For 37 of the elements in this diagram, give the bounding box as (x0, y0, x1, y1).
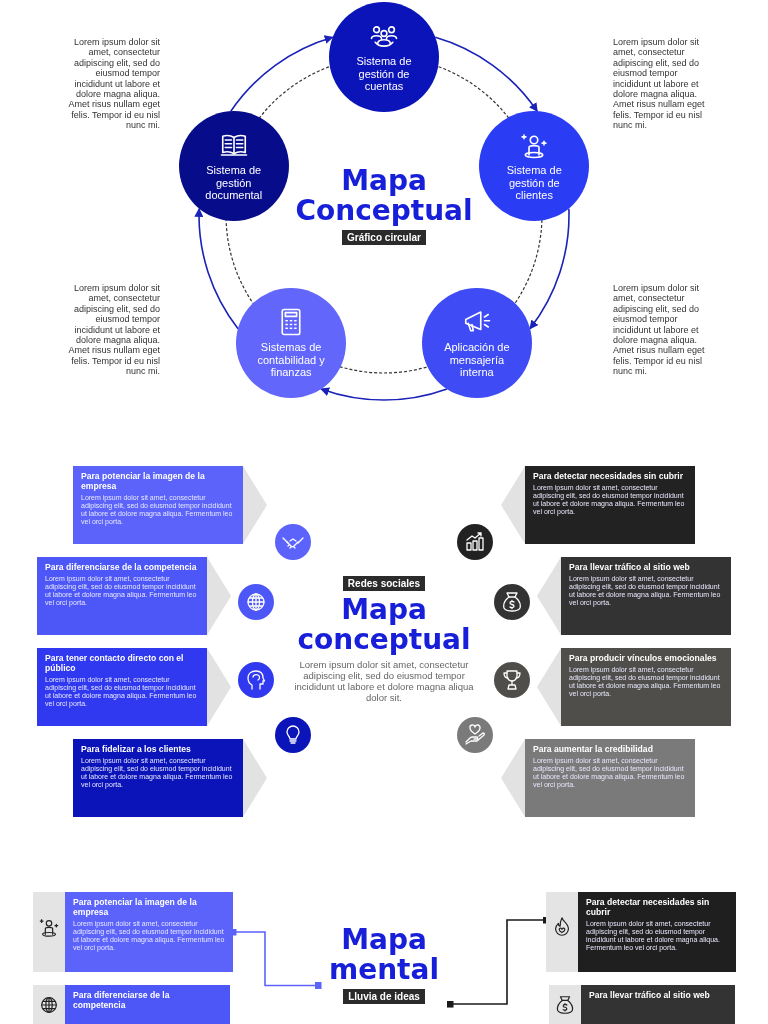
card-heading: Para diferenciarse de la competencia (45, 562, 198, 572)
node-label: Sistema de gestión de clientes (505, 164, 563, 202)
tag-label: Lluvia de ideas (343, 989, 425, 1004)
side-note: Lorem ipsum dolor sit amet, consectetur adipiscing elit, sed do eiusmod tempor incididunt ut labore et dolore magna aliqua. Amet risus nullam eget felis. Tempor id eu nisl nunc mi. (67, 283, 160, 377)
info-card (546, 892, 736, 972)
info-card (549, 985, 735, 1024)
card-heading: Para llevar tráfico al sitio web (589, 990, 711, 1000)
curved-arrow (434, 36, 538, 113)
card-heading: Para aumentar la credibilidad (533, 744, 654, 754)
info-card (33, 892, 233, 972)
node-title: Mapa Conceptual (294, 166, 474, 226)
card-heading: Para detectar necesidades sin cubrir (586, 897, 711, 917)
info-card (33, 985, 230, 1024)
card-heading: Para potenciar la imagen de la empresa (73, 897, 198, 917)
node-title: Mapa conceptual (296, 595, 472, 655)
node-label: Sistema de gestión de cuentas (355, 55, 413, 93)
tag-label: Redes sociales (342, 576, 426, 591)
curved-arrow (529, 208, 570, 330)
tag-label: Gráfico circular (342, 230, 426, 245)
curved-arrow (320, 386, 448, 401)
description-text: Lorem ipsum dolor sit amet, consectetur adipiscing elit, sed do eiusmod tempor incididunt ut labore et dolore magna aliqua dolor sit. (294, 659, 474, 703)
card-heading: Para potenciar la imagen de la empresa (81, 471, 206, 491)
card-heading: Para producir vínculos emocionales (569, 653, 718, 663)
node-label: Aplicación de mensajería interna (443, 341, 511, 379)
node-label: Sistema de gestión documental (204, 164, 264, 202)
node-label: Sistemas de contabilidad y finanzas (256, 341, 326, 379)
card-heading: Para detectar necesidades sin cubrir (533, 471, 684, 481)
card-heading: Para llevar tráfico al sitio web (569, 562, 691, 572)
card-heading: Para fidelizar a los clientes (81, 744, 192, 754)
side-note: Lorem ipsum dolor sit amet, consectetur adipiscing elit, sed do eiusmod tempor incididunt ut labore et dolore magna aliqua. Amet risus nullam eget felis. Tempor id eu nisl nunc mi. (67, 37, 160, 131)
card-heading: Para diferenciarse de la competencia (73, 990, 171, 1010)
node-title: Mapa mental (328, 925, 440, 985)
curved-arrow (230, 35, 334, 113)
card-heading: Para tener contacto directo con el público (45, 653, 185, 673)
side-note: Lorem ipsum dolor sit amet, consectetur adipiscing elit, sed do eiusmod tempor incididunt ut labore et dolore magna aliqua. Amet risus nullam eget felis. Tempor id eu nisl nunc mi. (613, 37, 706, 131)
curved-arrow (194, 207, 239, 330)
side-note: Lorem ipsum dolor sit amet, consectetur adipiscing elit, sed do eiusmod tempor incididunt ut labore et dolore magna aliqua. Amet risus nullam eget felis. Tempor id eu nisl nunc mi. (613, 283, 706, 377)
